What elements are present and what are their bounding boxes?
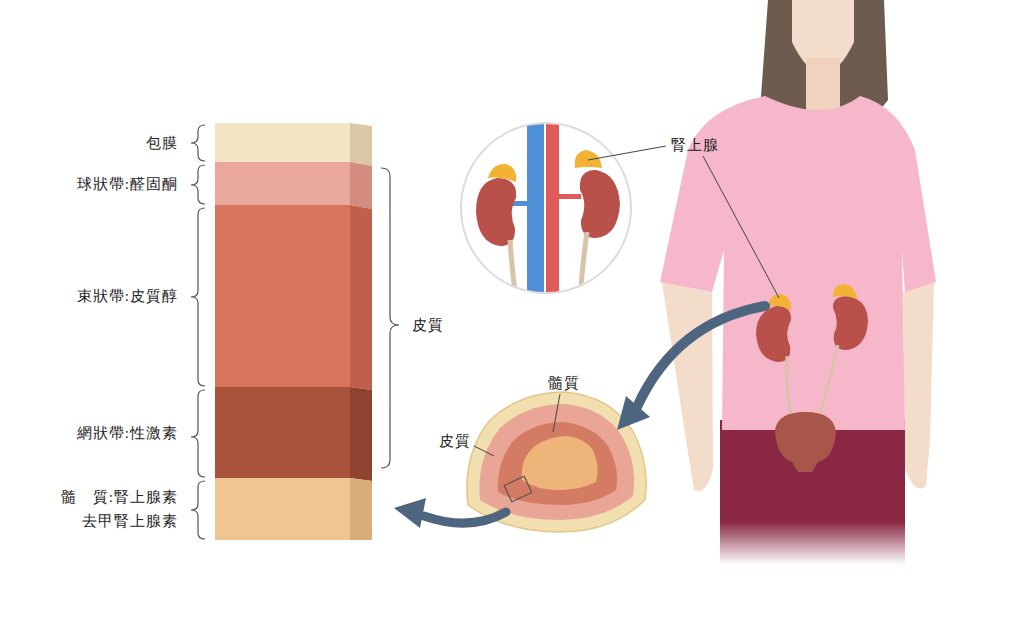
fasciculata-band: 束狀帶:皮質醇 — [215, 205, 350, 387]
reticularis-band: 網狀帶:性激素 — [215, 387, 350, 478]
adrenal-cross-section — [467, 392, 646, 532]
flow-arrow — [394, 306, 765, 528]
cortex-label: 皮質 — [412, 316, 444, 334]
capsule-band: 包膜 — [215, 123, 350, 162]
leader-line — [474, 146, 779, 456]
medulla-band: 髓 質:腎上腺素 去甲腎上腺素 — [215, 478, 350, 540]
band-label: 束狀帶:皮質醇 — [77, 284, 178, 308]
band-label: 包膜 — [146, 131, 178, 155]
inset-circle — [461, 110, 631, 310]
medulla-label: 髓質 — [548, 374, 580, 392]
cortex-label: 皮質 — [439, 432, 471, 450]
glomerulosa-band: 球狀帶:醛固酮 — [215, 162, 350, 205]
band-label: 網狀帶:性激素 — [77, 421, 178, 445]
brace — [191, 125, 399, 539]
band-label: 髓 質:腎上腺素 去甲腎上腺素 — [50, 485, 178, 533]
band-label: 球狀帶:醛固酮 — [77, 172, 178, 196]
callout-label: 腎上腺 — [671, 136, 719, 154]
block-side — [350, 123, 372, 540]
body-figure — [660, 0, 936, 565]
